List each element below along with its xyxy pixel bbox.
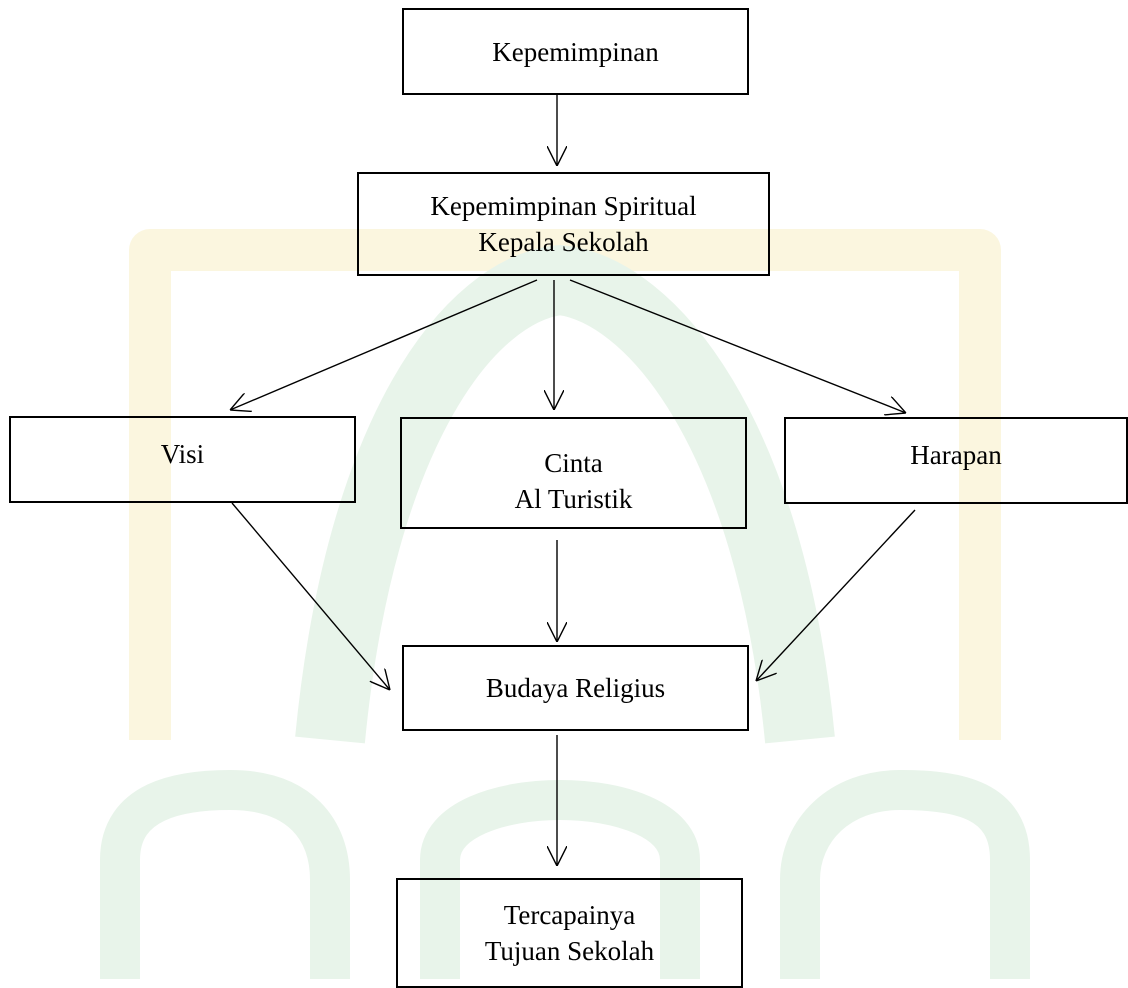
node-school-goal: Tercapainya Tujuan Sekolah — [396, 878, 743, 988]
node-love: Cinta Al Turistik — [400, 417, 747, 529]
node-spiritual-leadership: Kepemimpinan Spiritual Kepala Sekolah — [357, 172, 770, 276]
node-love-line2: Al Turistik — [514, 484, 633, 514]
node-hope: Harapan — [784, 417, 1128, 504]
node-vision-label: Visi — [160, 439, 205, 469]
node-spiritual-line2: Kepala Sekolah — [478, 227, 649, 257]
node-leadership: Kepemimpinan — [402, 8, 749, 95]
node-religious-culture: Budaya Religius — [402, 645, 749, 731]
arrow-spiritual-to-hope — [569, 279, 906, 413]
node-goal-line2: Tujuan Sekolah — [484, 936, 655, 966]
node-culture-label: Budaya Religius — [485, 673, 666, 703]
node-spiritual-line1: Kepemimpinan Spiritual — [430, 191, 697, 221]
node-hope-label: Harapan — [910, 440, 1002, 470]
node-goal-line1: Tercapainya — [503, 900, 636, 930]
node-leadership-label: Kepemimpinan — [492, 36, 659, 67]
watermark-arch-right — [780, 770, 1030, 979]
watermark-arch-center — [420, 780, 700, 979]
arrow-vision-to-culture — [231, 502, 390, 690]
node-vision: Visi — [9, 416, 356, 503]
node-love-line1: Cinta — [544, 448, 603, 478]
watermark-arch-left — [100, 770, 350, 979]
arrow-spiritual-to-vision — [230, 279, 538, 410]
watermark-arc-green — [295, 245, 835, 744]
arrow-hope-to-culture — [756, 509, 916, 681]
